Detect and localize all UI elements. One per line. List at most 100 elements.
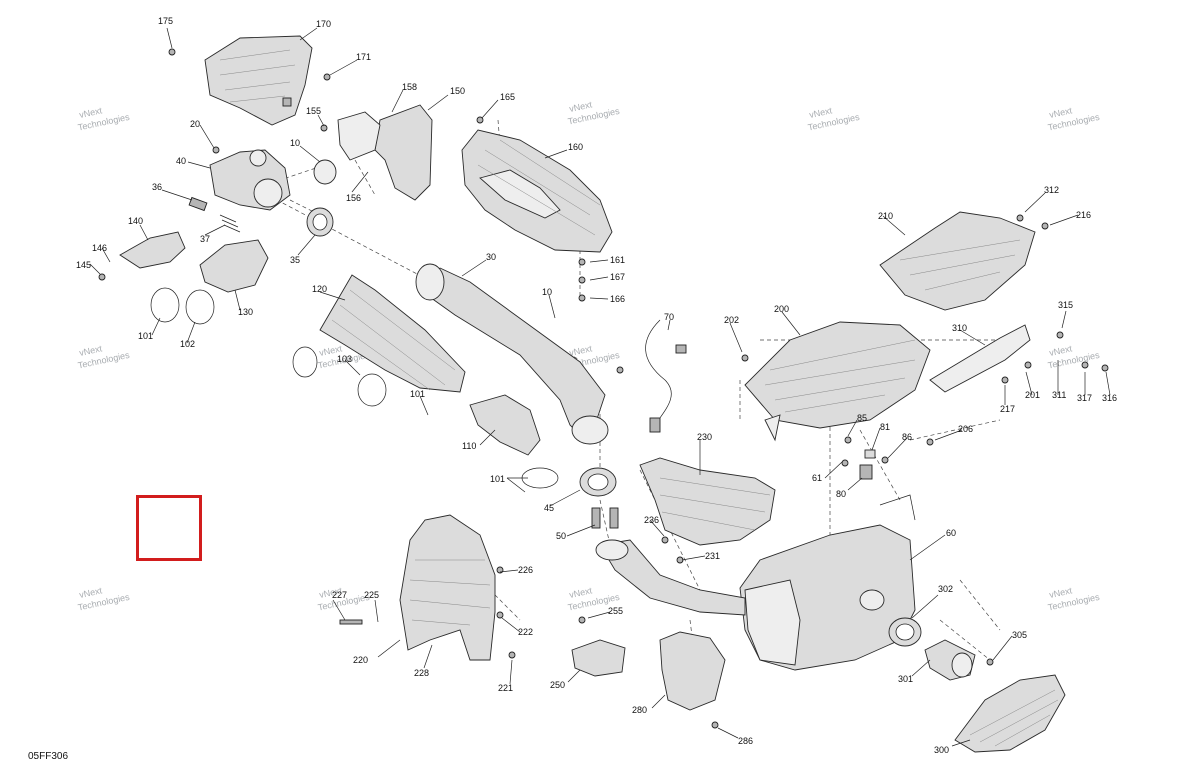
part-40-manifold bbox=[209, 149, 291, 211]
callout-101: 101 bbox=[410, 389, 425, 399]
callout-101: 101 bbox=[138, 331, 153, 341]
diagram-code: 05FF306 bbox=[28, 751, 69, 762]
callout-317: 317 bbox=[1077, 393, 1092, 403]
callout-206: 206 bbox=[958, 424, 973, 434]
callout-150: 150 bbox=[450, 86, 465, 96]
part-130-shield bbox=[199, 239, 269, 293]
callout-160: 160 bbox=[568, 142, 583, 152]
watermark-text: vNext bbox=[568, 343, 593, 358]
callout-166: 166 bbox=[610, 294, 625, 304]
callout-110: 110 bbox=[462, 441, 476, 451]
callout-10: 10 bbox=[290, 138, 300, 148]
callout-61: 61 bbox=[812, 473, 822, 483]
callout-50: 50 bbox=[556, 531, 566, 541]
callout-103: 103 bbox=[337, 354, 352, 364]
callout-280: 280 bbox=[632, 705, 647, 715]
callout-120: 120 bbox=[312, 284, 327, 294]
part-70-sensor bbox=[645, 319, 687, 433]
part-230-shield bbox=[639, 457, 776, 546]
callout-156: 156 bbox=[346, 193, 361, 203]
callout-250: 250 bbox=[550, 680, 565, 690]
callout-146: 146 bbox=[92, 243, 107, 253]
callout-30: 30 bbox=[486, 252, 496, 262]
callout-226: 226 bbox=[518, 565, 533, 575]
callout-60: 60 bbox=[946, 528, 956, 538]
watermark-text: vNext bbox=[568, 585, 593, 600]
callout-145: 145 bbox=[76, 260, 91, 270]
callout-300: 300 bbox=[934, 745, 949, 755]
callout-227: 227 bbox=[332, 590, 347, 600]
part-101-clamp bbox=[150, 287, 559, 489]
callout-312: 312 bbox=[1044, 185, 1059, 195]
selection-highlight-box[interactable] bbox=[136, 495, 202, 561]
watermark-text: vNext bbox=[318, 585, 343, 600]
callout-217: 217 bbox=[1000, 404, 1015, 414]
callout-167: 167 bbox=[610, 272, 625, 282]
callout-45: 45 bbox=[544, 503, 554, 513]
watermark-text: vNext bbox=[78, 105, 103, 120]
part-302-gasket bbox=[888, 617, 922, 647]
part-140-shield bbox=[119, 231, 186, 269]
watermark-text: vNext bbox=[1048, 343, 1073, 358]
part-45-ring bbox=[579, 467, 619, 529]
callout-130: 130 bbox=[238, 307, 253, 317]
part-250-bracket bbox=[571, 639, 626, 677]
callout-216: 216 bbox=[1076, 210, 1091, 220]
callout-255: 255 bbox=[608, 606, 623, 616]
callout-80: 80 bbox=[836, 489, 846, 499]
part-210-heat-shield bbox=[879, 211, 1036, 311]
part-36-stud bbox=[188, 196, 241, 233]
callout-170: 170 bbox=[316, 19, 331, 29]
callout-222: 222 bbox=[518, 627, 533, 637]
callout-230: 230 bbox=[697, 432, 712, 442]
callout-225: 225 bbox=[364, 590, 379, 600]
callout-158: 158 bbox=[402, 82, 417, 92]
part-170-heat-shield bbox=[204, 35, 313, 126]
callout-102: 102 bbox=[180, 339, 195, 349]
watermark-text: vNext bbox=[78, 585, 103, 600]
callouts: 175 170 171 158 150 165 155 20 10 160 40… bbox=[76, 16, 1117, 755]
part-10-gasket bbox=[306, 159, 337, 237]
callout-36: 36 bbox=[152, 182, 162, 192]
callout-236: 236 bbox=[644, 515, 659, 525]
callout-175: 175 bbox=[158, 16, 173, 26]
callout-171: 171 bbox=[356, 52, 371, 62]
callout-231: 231 bbox=[705, 551, 720, 561]
callout-310: 310 bbox=[952, 323, 967, 333]
watermark-text: vNext bbox=[568, 99, 593, 114]
fasteners bbox=[98, 48, 1109, 729]
watermark-text: vNext bbox=[1048, 105, 1073, 120]
part-300-end-cover bbox=[954, 674, 1066, 753]
leader-lines bbox=[89, 27, 1111, 747]
part-80-bracket bbox=[859, 449, 876, 480]
callout-20: 20 bbox=[190, 119, 200, 129]
callout-315: 315 bbox=[1058, 300, 1073, 310]
callout-86: 86 bbox=[902, 432, 912, 442]
callout-311: 311 bbox=[1052, 390, 1066, 400]
watermark-text: vNext bbox=[1048, 585, 1073, 600]
watermark-text: vNext bbox=[318, 343, 343, 358]
part-200-heat-shield bbox=[744, 321, 931, 442]
part-280-shield bbox=[659, 631, 726, 711]
callout-200: 200 bbox=[774, 304, 789, 314]
callout-210: 210 bbox=[878, 211, 893, 221]
callout-140: 140 bbox=[128, 216, 143, 226]
callout-81: 81 bbox=[880, 422, 890, 432]
callout-201: 201 bbox=[1025, 390, 1040, 400]
watermark-text: vNext bbox=[78, 343, 103, 358]
callout-10: 10 bbox=[542, 287, 552, 297]
callout-165: 165 bbox=[500, 92, 515, 102]
callout-228: 228 bbox=[414, 668, 429, 678]
part-110-shield bbox=[469, 394, 541, 456]
part-150-bracket bbox=[337, 104, 433, 201]
callout-85: 85 bbox=[857, 413, 867, 423]
watermark-text: vNext bbox=[808, 105, 833, 120]
callout-301: 301 bbox=[898, 674, 913, 684]
callout-155: 155 bbox=[306, 106, 321, 116]
callout-70: 70 bbox=[664, 312, 674, 322]
callout-305: 305 bbox=[1012, 630, 1027, 640]
callout-161: 161 bbox=[610, 255, 625, 265]
callout-221: 221 bbox=[498, 683, 513, 693]
callout-220: 220 bbox=[353, 655, 368, 665]
